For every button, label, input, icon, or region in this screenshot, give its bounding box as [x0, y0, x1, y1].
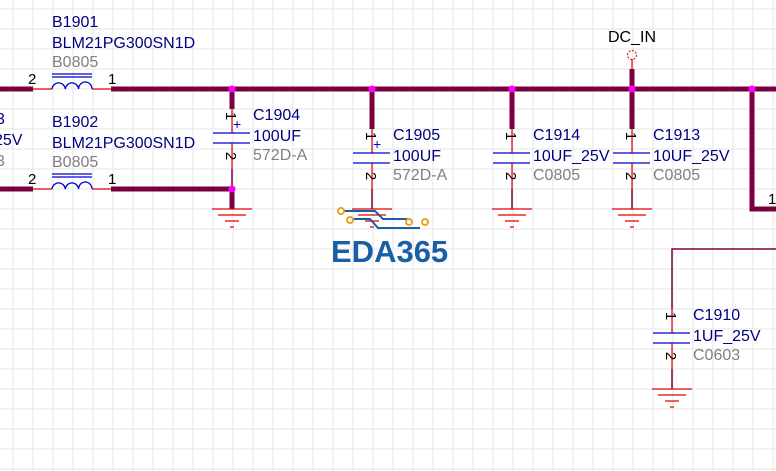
- ref: C1910: [693, 307, 740, 324]
- pin-label: 2: [362, 172, 379, 180]
- ref: C1913: [653, 127, 700, 144]
- inductor-icon: [51, 173, 93, 190]
- capacitor-icon: [613, 152, 650, 164]
- pin-label: 1: [622, 132, 639, 140]
- pin-label: 2: [502, 172, 519, 180]
- pin-label: 2: [28, 71, 36, 88]
- net-port-dc-in[interactable]: DC_IN: [608, 29, 656, 69]
- eda365-logo: EDA365: [331, 207, 448, 269]
- partial-footprint: 3: [0, 153, 5, 170]
- ref: B1901: [52, 14, 98, 31]
- inductor-b1902[interactable]: B1902 BLM21PG300SN1D B0805 2 1: [28, 114, 195, 190]
- capacitor-icon: [353, 152, 390, 164]
- footprint: C0805: [533, 167, 580, 184]
- pin-label: 2: [28, 171, 36, 188]
- value: 10UF_25V: [653, 148, 730, 165]
- ref: B1902: [52, 114, 98, 131]
- capacitor-icon: [213, 132, 250, 144]
- pin-label: 1: [502, 132, 519, 140]
- pin-label: 1: [362, 132, 379, 140]
- ref: C1905: [393, 127, 440, 144]
- value: BLM21PG300SN1D: [52, 35, 195, 52]
- footprint: B0805: [52, 154, 98, 171]
- capacitor-icon: [493, 152, 530, 164]
- pin-label: 1: [108, 71, 116, 88]
- footprint: 572D-A: [393, 167, 448, 184]
- value: 10UF_25V: [533, 148, 610, 165]
- pin-label: 1: [662, 312, 679, 320]
- footprint: C0603: [693, 347, 740, 364]
- pin-label: 2: [222, 152, 239, 160]
- net-label: DC_IN: [608, 29, 656, 46]
- plus-icon: +: [373, 136, 381, 152]
- logo-text: EDA365: [331, 234, 448, 269]
- inductor-b1901[interactable]: B1901 BLM21PG300SN1D B0805 2 1: [28, 14, 195, 90]
- value: BLM21PG300SN1D: [52, 135, 195, 152]
- footprint: B0805: [52, 54, 98, 71]
- value: 1UF_25V: [693, 328, 761, 345]
- pin-label: 1: [768, 191, 776, 208]
- capacitor-icon: [653, 332, 690, 344]
- inductor-icon: [51, 73, 93, 90]
- partial-ref: 3: [0, 111, 5, 128]
- footprint: C0805: [653, 167, 700, 184]
- partial-value: 25V: [0, 132, 23, 149]
- ref: C1904: [253, 107, 300, 124]
- ground-icon: [212, 208, 252, 228]
- ground-icon: [492, 208, 532, 228]
- capacitor-c1914[interactable]: C1914 10UF_25V C0805 1 2: [492, 127, 610, 228]
- ground-icon: [612, 208, 652, 228]
- capacitor-c1913[interactable]: C1913 10UF_25V C0805 1 2: [612, 127, 730, 228]
- pin-label: 2: [622, 172, 639, 180]
- footprint: 572D-A: [253, 147, 308, 164]
- capacitor-c1904[interactable]: + C1904 100UF 572D-A 1 2: [212, 107, 308, 228]
- ground-icon: [352, 208, 392, 228]
- plus-icon: +: [233, 116, 241, 132]
- value: 100UF: [393, 148, 441, 165]
- ref: C1914: [533, 127, 580, 144]
- pin-label: 2: [662, 352, 679, 360]
- capacitor-c1910[interactable]: C1910 1UF_25V C0603 1 2: [652, 307, 761, 408]
- junctions: [228, 85, 756, 193]
- value: 100UF: [253, 128, 301, 145]
- pin-label: 1: [222, 112, 239, 120]
- capacitor-c1905[interactable]: + C1905 100UF 572D-A 1 2: [352, 127, 448, 228]
- pin-label: 1: [108, 171, 116, 188]
- ground-icon: [652, 388, 692, 408]
